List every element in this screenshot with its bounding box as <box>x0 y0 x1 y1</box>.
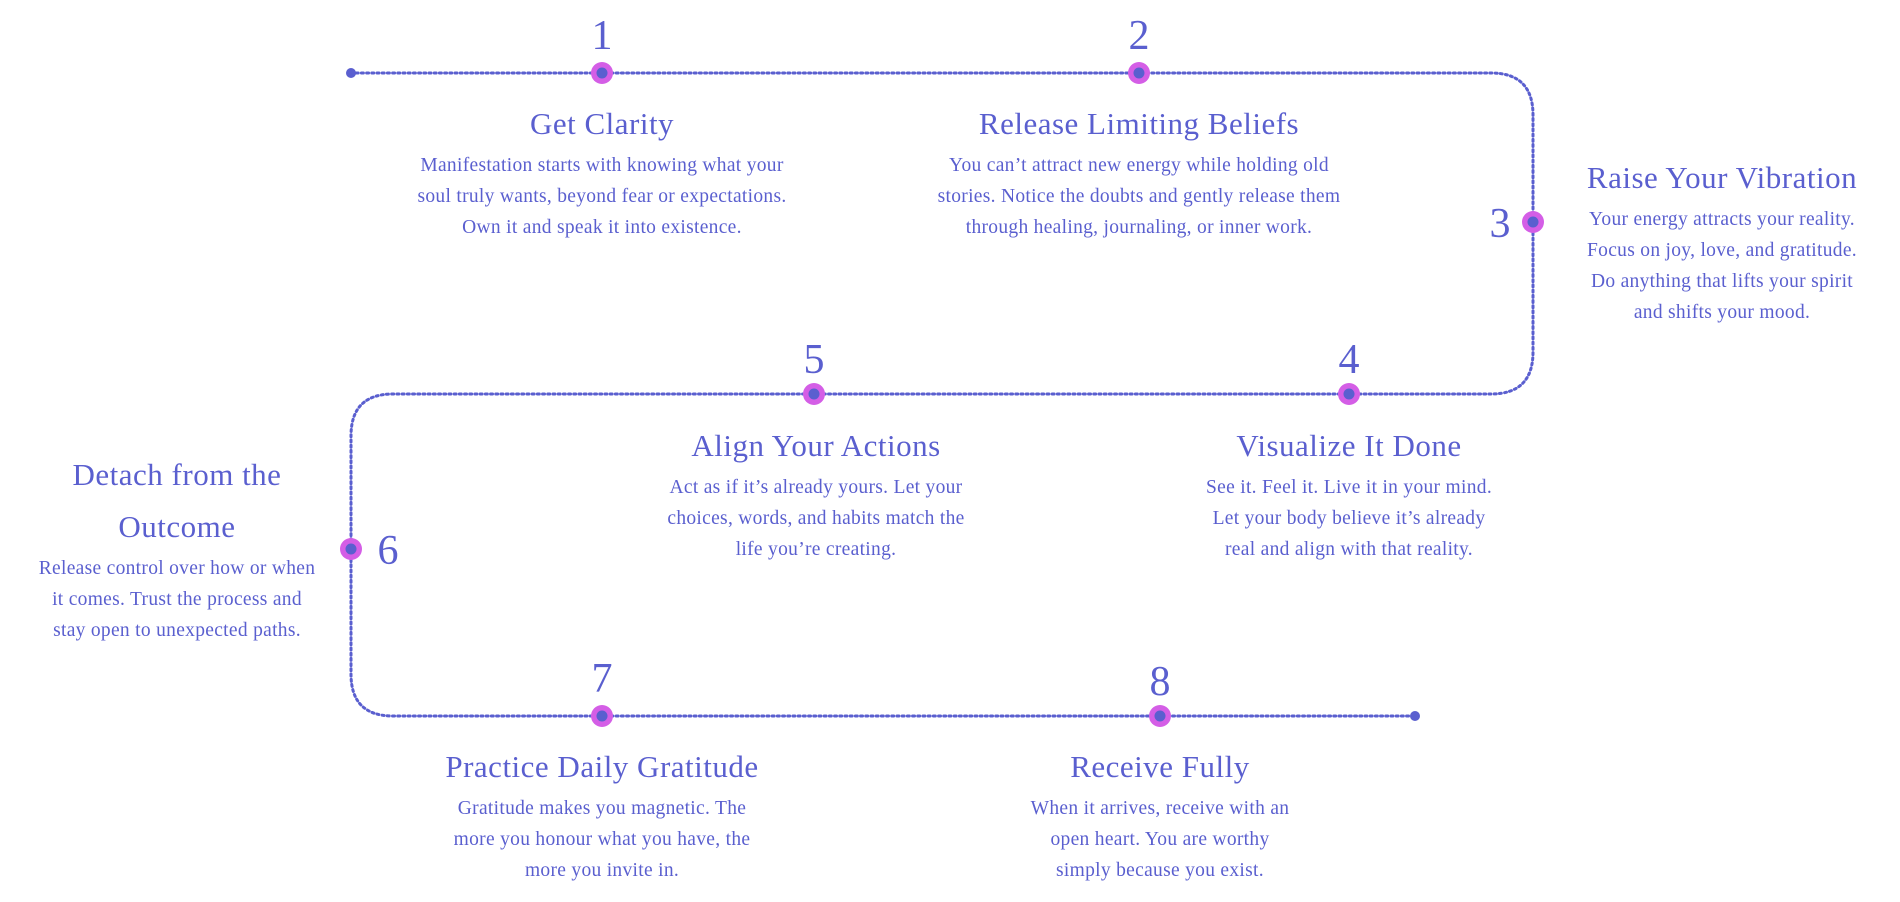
step-number: 3 <box>1489 201 1511 247</box>
step-description-line: Do anything that lifts your spirit <box>1590 271 1854 292</box>
step-title: Visualize It Done <box>1236 428 1462 463</box>
step-description-line: soul truly wants, beyond fear or expecta… <box>417 186 787 207</box>
step-description-line: it comes. Trust the process and <box>52 589 302 610</box>
step-description-line: Gratitude makes you magnetic. The <box>457 798 747 819</box>
step-description-line: Act as if it’s already yours. Let your <box>669 477 963 498</box>
step-description-line: stories. Notice the doubts and gently re… <box>937 186 1341 207</box>
step-title: Detach from the <box>72 457 282 492</box>
step-description-line: through healing, journaling, or inner wo… <box>965 217 1313 238</box>
step-number: 2 <box>1128 13 1150 59</box>
step-number: 1 <box>591 13 613 59</box>
step-description-line: See it. Feel it. Live it in your mind. <box>1206 477 1492 498</box>
step-description-line: stay open to unexpected paths. <box>53 620 301 641</box>
step-description-line: Manifestation starts with knowing what y… <box>420 155 784 176</box>
step-description-line: You can’t attract new energy while holdi… <box>949 155 1329 176</box>
step-description-line: Let your body believe it’s already <box>1212 508 1486 529</box>
step-description-line: and shifts your mood. <box>1633 302 1811 323</box>
step-node-center <box>596 710 608 722</box>
step-number: 7 <box>591 656 613 702</box>
step-description-line: Own it and speak it into existence. <box>462 217 742 238</box>
step-description-line: real and align with that reality. <box>1225 539 1473 560</box>
step-node-center <box>345 543 357 555</box>
step-description-line: more you invite in. <box>524 860 680 881</box>
step-title: Receive Fully <box>1070 749 1250 784</box>
step-description-line: When it arrives, receive with an <box>1030 798 1290 819</box>
step-title: Practice Daily Gratitude <box>445 749 759 784</box>
step-description-line: open heart. You are worthy <box>1050 829 1270 850</box>
step-title: Release Limiting Beliefs <box>978 106 1300 141</box>
step-description-line: more you honour what you have, the <box>453 829 751 850</box>
step-node-center <box>1343 388 1355 400</box>
step-number: 8 <box>1149 659 1171 705</box>
step-node-center <box>1527 216 1539 228</box>
step-node-center <box>596 67 608 79</box>
step-number: 4 <box>1338 337 1360 383</box>
step-number: 6 <box>377 528 399 574</box>
path-end-dot <box>1410 711 1420 721</box>
step-node-center <box>1133 67 1145 79</box>
step-description-line: Release control over how or when <box>38 558 316 579</box>
step-description-line: Focus on joy, love, and gratitude. <box>1587 240 1857 261</box>
step-title: Raise Your Vibration <box>1586 160 1858 195</box>
step-description-line: simply because you exist. <box>1056 860 1264 881</box>
step-description-line: Your energy attracts your reality. <box>1589 209 1855 230</box>
step-title: Outcome <box>118 509 236 544</box>
step-title: Get Clarity <box>529 106 675 141</box>
step-node-center <box>808 388 820 400</box>
step-description-line: choices, words, and habits match the <box>667 508 965 529</box>
step-description-line: life you’re creating. <box>735 539 897 560</box>
step-title: Align Your Actions <box>691 428 941 463</box>
step-node-center <box>1154 710 1166 722</box>
step-number: 5 <box>803 337 825 383</box>
path-start-dot <box>346 68 356 78</box>
dotted-connector-line <box>349 71 1535 718</box>
